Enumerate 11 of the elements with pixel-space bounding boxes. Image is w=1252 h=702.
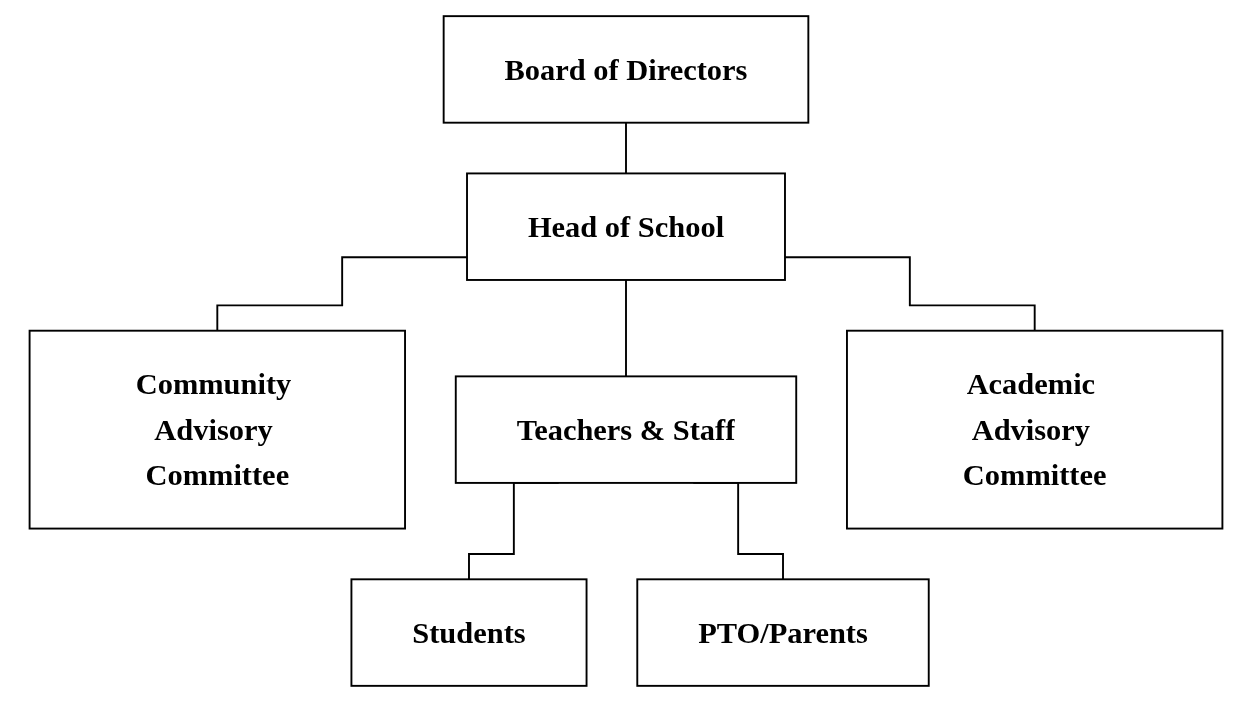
node-box: PTO/Parents <box>636 578 930 687</box>
connector <box>625 279 627 378</box>
node-box: Teachers & Staff <box>454 375 798 484</box>
node-box: Head of School <box>466 172 786 281</box>
connector <box>784 256 1036 332</box>
connector <box>216 256 468 332</box>
node-box: Community Advisory Committee <box>28 329 406 530</box>
connector <box>625 121 627 175</box>
node-box: Academic Advisory Committee <box>846 329 1224 530</box>
node-box: Students <box>350 578 588 687</box>
node-box: Board of Directors <box>442 15 810 124</box>
